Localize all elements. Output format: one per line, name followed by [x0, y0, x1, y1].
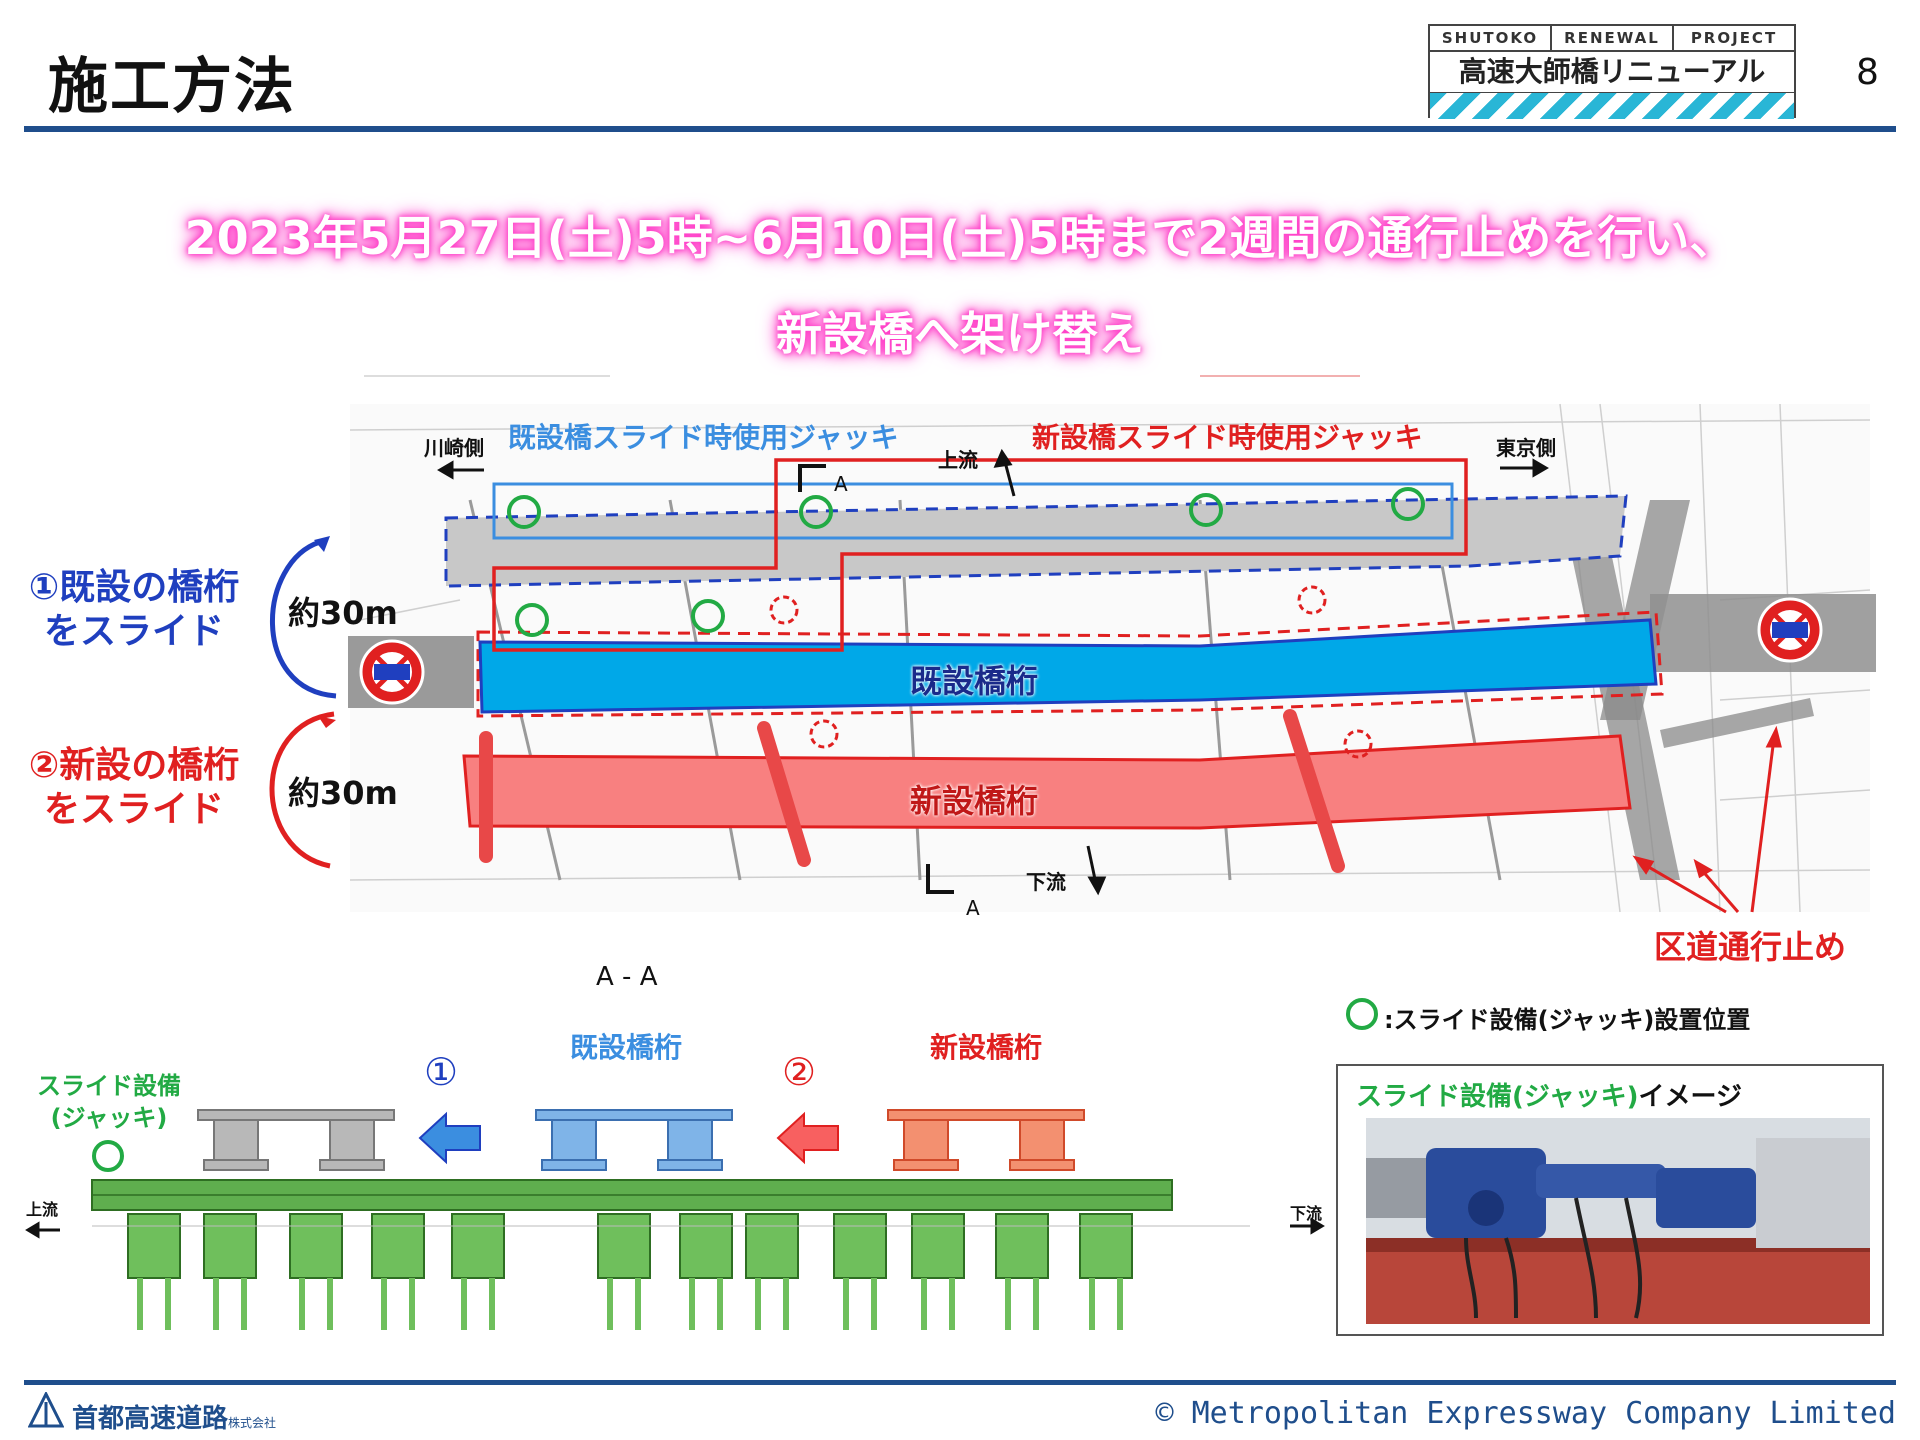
logo-name: 高速大師橋リニューアル	[1458, 55, 1766, 88]
jack-circle	[515, 603, 549, 637]
logo-word: SHUTOKO	[1430, 26, 1552, 50]
step2-label: ②新設の橋桁 をスライド	[18, 744, 250, 832]
road-closure-label: 区道通行止め	[1654, 928, 1847, 966]
jack-new-label: 新設橋スライド時使用ジャッキ	[1032, 421, 1423, 454]
step1-line2: をスライド	[43, 611, 224, 652]
photo-caption: スライド設備(ジャッキ)イメージ	[1356, 1076, 1742, 1113]
logo-stripe	[1430, 92, 1794, 119]
slide-arrow-2	[269, 711, 335, 869]
company-suffix: 株式会社	[228, 1416, 277, 1430]
section-jack-circle	[92, 1140, 124, 1172]
existing-girder-shape	[478, 618, 1658, 714]
kawasaki-side-label: 川崎側	[424, 436, 484, 460]
no-entry-sign-left	[359, 639, 425, 705]
photo-caption-plain: イメージ	[1638, 1082, 1742, 1112]
section-downstream-label: 下流	[1290, 1204, 1323, 1223]
company-logo-icon	[28, 1392, 64, 1428]
step2-line2: をスライド	[43, 789, 224, 830]
existing-girder-label: 既設橋桁	[910, 662, 1039, 700]
section-existing-label: 既設橋桁	[570, 1031, 683, 1064]
tokyo-side-label: 東京側	[1496, 436, 1556, 460]
girder-section-blue	[535, 1109, 733, 1171]
section-title: A - A	[596, 962, 658, 992]
jack-existing-label: 既設橋スライド時使用ジャッキ	[508, 421, 899, 454]
headline-line1: 2023年5月27日(土)5時~6月10日(土)5時まで2週間の通行止めを行い、	[184, 211, 1736, 265]
company-name-main: 首都高速道路	[72, 1404, 229, 1434]
jack-box-new	[492, 458, 1468, 652]
step2-line1: ②新設の橋桁	[28, 745, 240, 786]
step1-line1: ①既設の橋桁	[28, 567, 240, 608]
slide-target-band	[444, 494, 1628, 588]
step2-distance: 約30m	[288, 774, 398, 812]
slide-equipment-line2: (ジャッキ)	[50, 1104, 168, 1132]
section-direction-arrows	[25, 1217, 1325, 1239]
slide-arrow-1	[270, 539, 337, 699]
legend-text: :スライド設備(ジャッキ)設置位置	[1384, 1006, 1751, 1034]
jack-circle	[1189, 493, 1223, 527]
no-entry-sign-right	[1757, 597, 1823, 663]
section-new-label: 新設橋桁	[930, 1031, 1043, 1064]
logo-word: PROJECT	[1690, 29, 1778, 47]
jack-box-existing	[492, 482, 1454, 540]
map-lines	[349, 403, 1871, 913]
section-mark-bottom	[926, 864, 954, 894]
jack-photo	[1366, 1118, 1870, 1324]
new-girder-shape	[462, 734, 1632, 830]
blue-slide-arrow	[418, 1111, 481, 1165]
section-upstream-label: 上流	[26, 1200, 59, 1219]
copyright-text: © Metropolitan Expressway Company Limite…	[1155, 1396, 1896, 1431]
girder-section-red	[887, 1109, 1085, 1171]
header-divider	[24, 126, 1896, 132]
girder-section-grey	[197, 1109, 395, 1171]
photo-caption-colored: スライド設備(ジャッキ)	[1356, 1082, 1639, 1112]
upstream-arrow	[993, 448, 1016, 497]
cross-road	[1660, 698, 1814, 748]
step1-distance: 約30m	[288, 594, 398, 632]
section-mark-label-top: A	[834, 472, 848, 496]
footer-divider	[24, 1380, 1896, 1385]
piles	[137, 1278, 1123, 1330]
jack-circle	[1391, 487, 1425, 521]
support-bents	[127, 1213, 1133, 1279]
jack-positions	[507, 487, 1425, 637]
jack-image-box: スライド設備(ジャッキ)イメージ	[1336, 1064, 1884, 1336]
page-number: 8	[1856, 52, 1879, 93]
company-name: 首都高速道路株式会社	[72, 1398, 276, 1435]
jack-circle	[507, 495, 541, 529]
new-girder-label: 新設橋桁	[910, 782, 1039, 820]
jack-circle	[799, 495, 833, 529]
downstream-label: 下流	[1026, 870, 1066, 894]
project-logo: SHUTOKO RENEWAL PROJECT 高速大師橋リニューアル	[1428, 24, 1796, 119]
upstream-label: 上流	[938, 448, 978, 472]
new-jack-positions	[769, 585, 1373, 759]
new-girder-target-outline	[476, 610, 1664, 718]
page-title: 施工方法	[48, 52, 296, 122]
legend-jack-icon	[1346, 998, 1378, 1030]
section-marker-2: ②	[782, 1050, 817, 1094]
direction-arrows	[437, 458, 1549, 480]
step1-label: ①既設の橋桁 をスライド	[18, 566, 250, 654]
logo-word: RENEWAL	[1552, 26, 1674, 50]
section-mark-top	[798, 464, 826, 492]
downstream-arrow	[1086, 845, 1107, 896]
headline-line2: 新設橋へ架け替え	[776, 307, 1144, 361]
section-marker-1: ①	[424, 1050, 459, 1094]
jack-circle	[691, 599, 725, 633]
slide-equipment-label: スライド設備 (ジャッキ)	[24, 1070, 194, 1134]
section-mark-label-bottom: A	[966, 896, 980, 920]
slide-equipment-line1: スライド設備	[37, 1072, 181, 1100]
red-slide-arrow	[776, 1111, 839, 1165]
road-closure-arrows	[1632, 725, 1782, 914]
red-supports	[479, 709, 1345, 873]
